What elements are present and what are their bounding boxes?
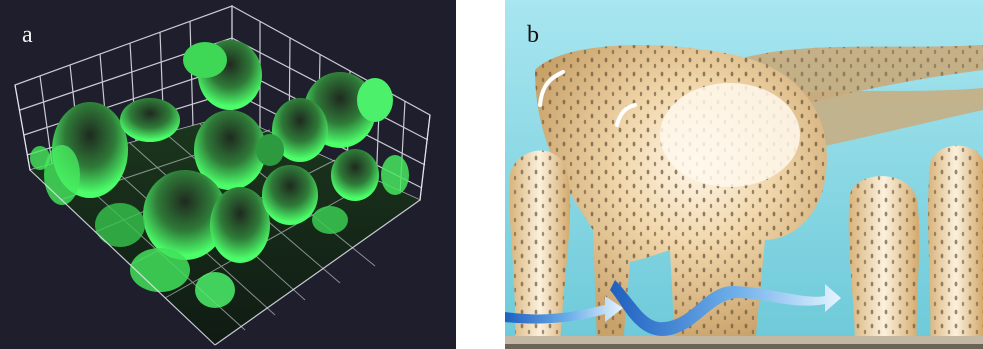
panel-b-biofilm-illustration: b <box>505 0 983 349</box>
panel-b-label: b <box>527 22 539 49</box>
confocal-biofilm-render <box>0 0 456 349</box>
panel-a-confocal-image: a <box>0 0 456 349</box>
biofilm-illustration <box>505 0 983 349</box>
panel-a-label: a <box>22 22 33 49</box>
